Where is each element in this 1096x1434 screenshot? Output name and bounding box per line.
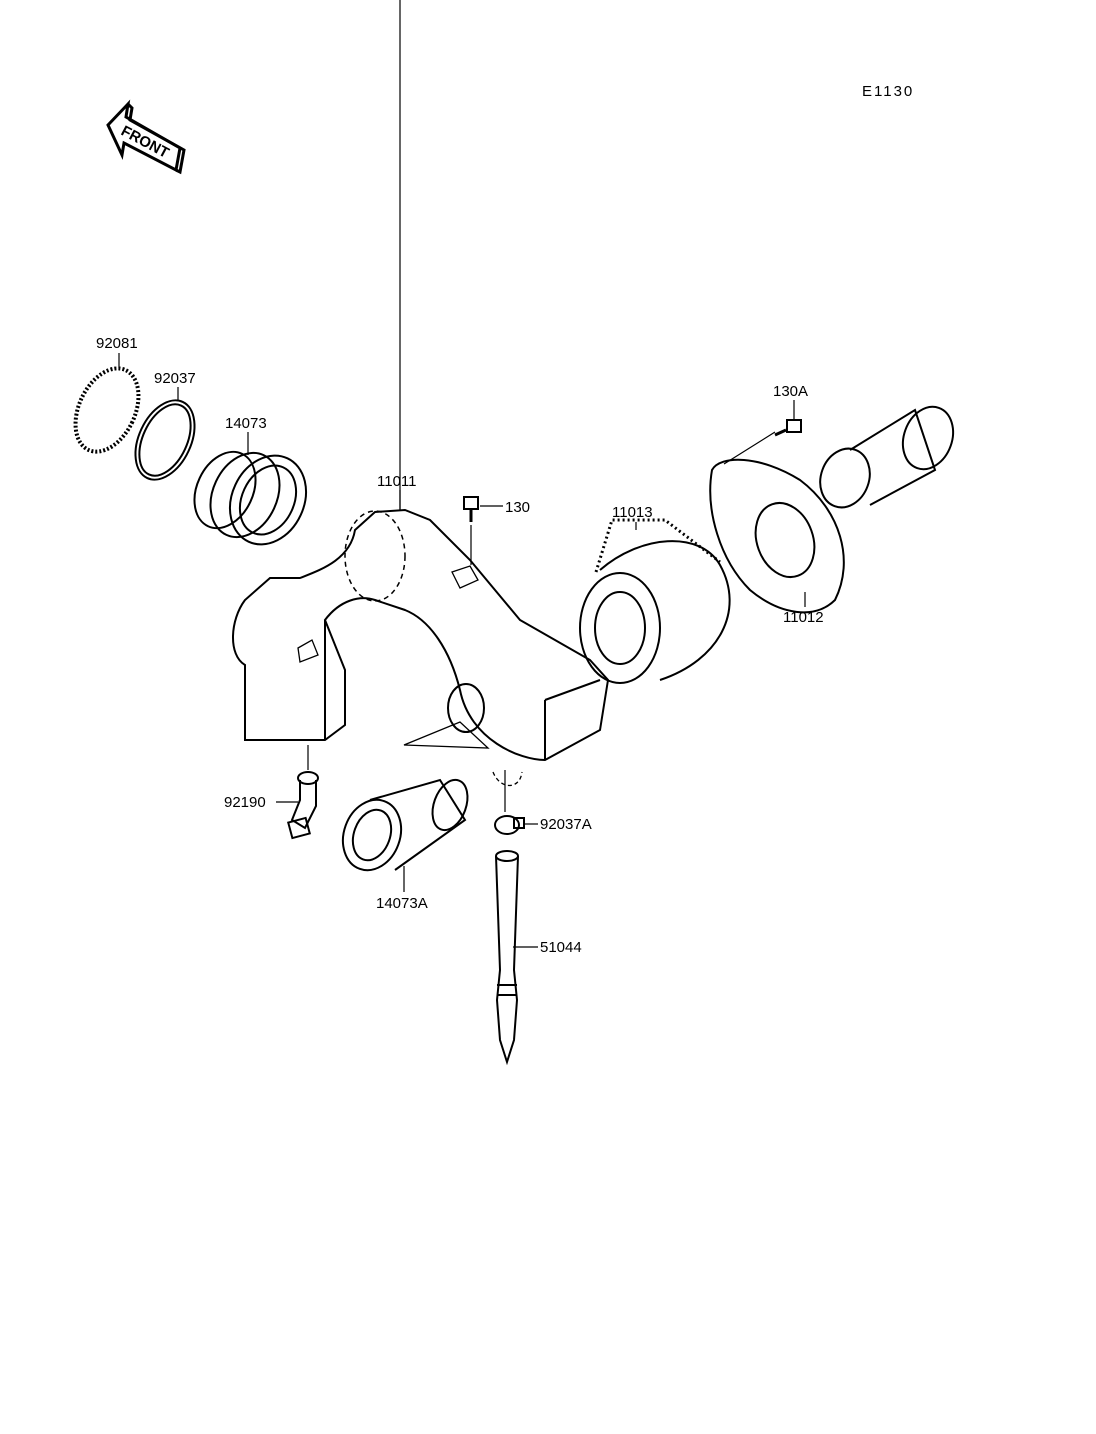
label-14073A: 14073A	[376, 895, 428, 912]
label-92037A: 92037A	[540, 816, 592, 833]
part-11012-cover	[709, 431, 845, 614]
label-11013: 11013	[612, 504, 653, 521]
part-92037A-clamp	[494, 770, 538, 835]
label-14073: 14073	[225, 415, 267, 432]
part-14073-seal	[193, 432, 307, 546]
part-51044-shaft	[495, 850, 538, 1066]
part-92081-circlip	[73, 353, 141, 454]
front-arrow-icon: FRONT	[106, 99, 186, 175]
label-51044: 51044	[540, 939, 582, 956]
part-130A-bolt	[774, 400, 802, 437]
part-11011-swingarm	[232, 0, 610, 787]
label-92081: 92081	[96, 335, 138, 352]
part-14073A-bushing	[341, 778, 469, 892]
label-130: 130	[505, 499, 531, 516]
part-92190-fitting	[276, 745, 319, 840]
label-11011: 11011	[377, 473, 417, 490]
part-11013-drum	[579, 518, 731, 684]
part-14073-right-bushing	[819, 405, 955, 509]
label-92037: 92037	[154, 370, 196, 387]
label-11012: 11012	[783, 609, 824, 626]
label-130A: 130A	[773, 383, 809, 400]
part-92037-ring	[134, 387, 196, 481]
part-130-bolt	[463, 496, 503, 565]
label-92190: 92190	[224, 794, 266, 811]
diagram-code: E1130	[862, 83, 915, 100]
